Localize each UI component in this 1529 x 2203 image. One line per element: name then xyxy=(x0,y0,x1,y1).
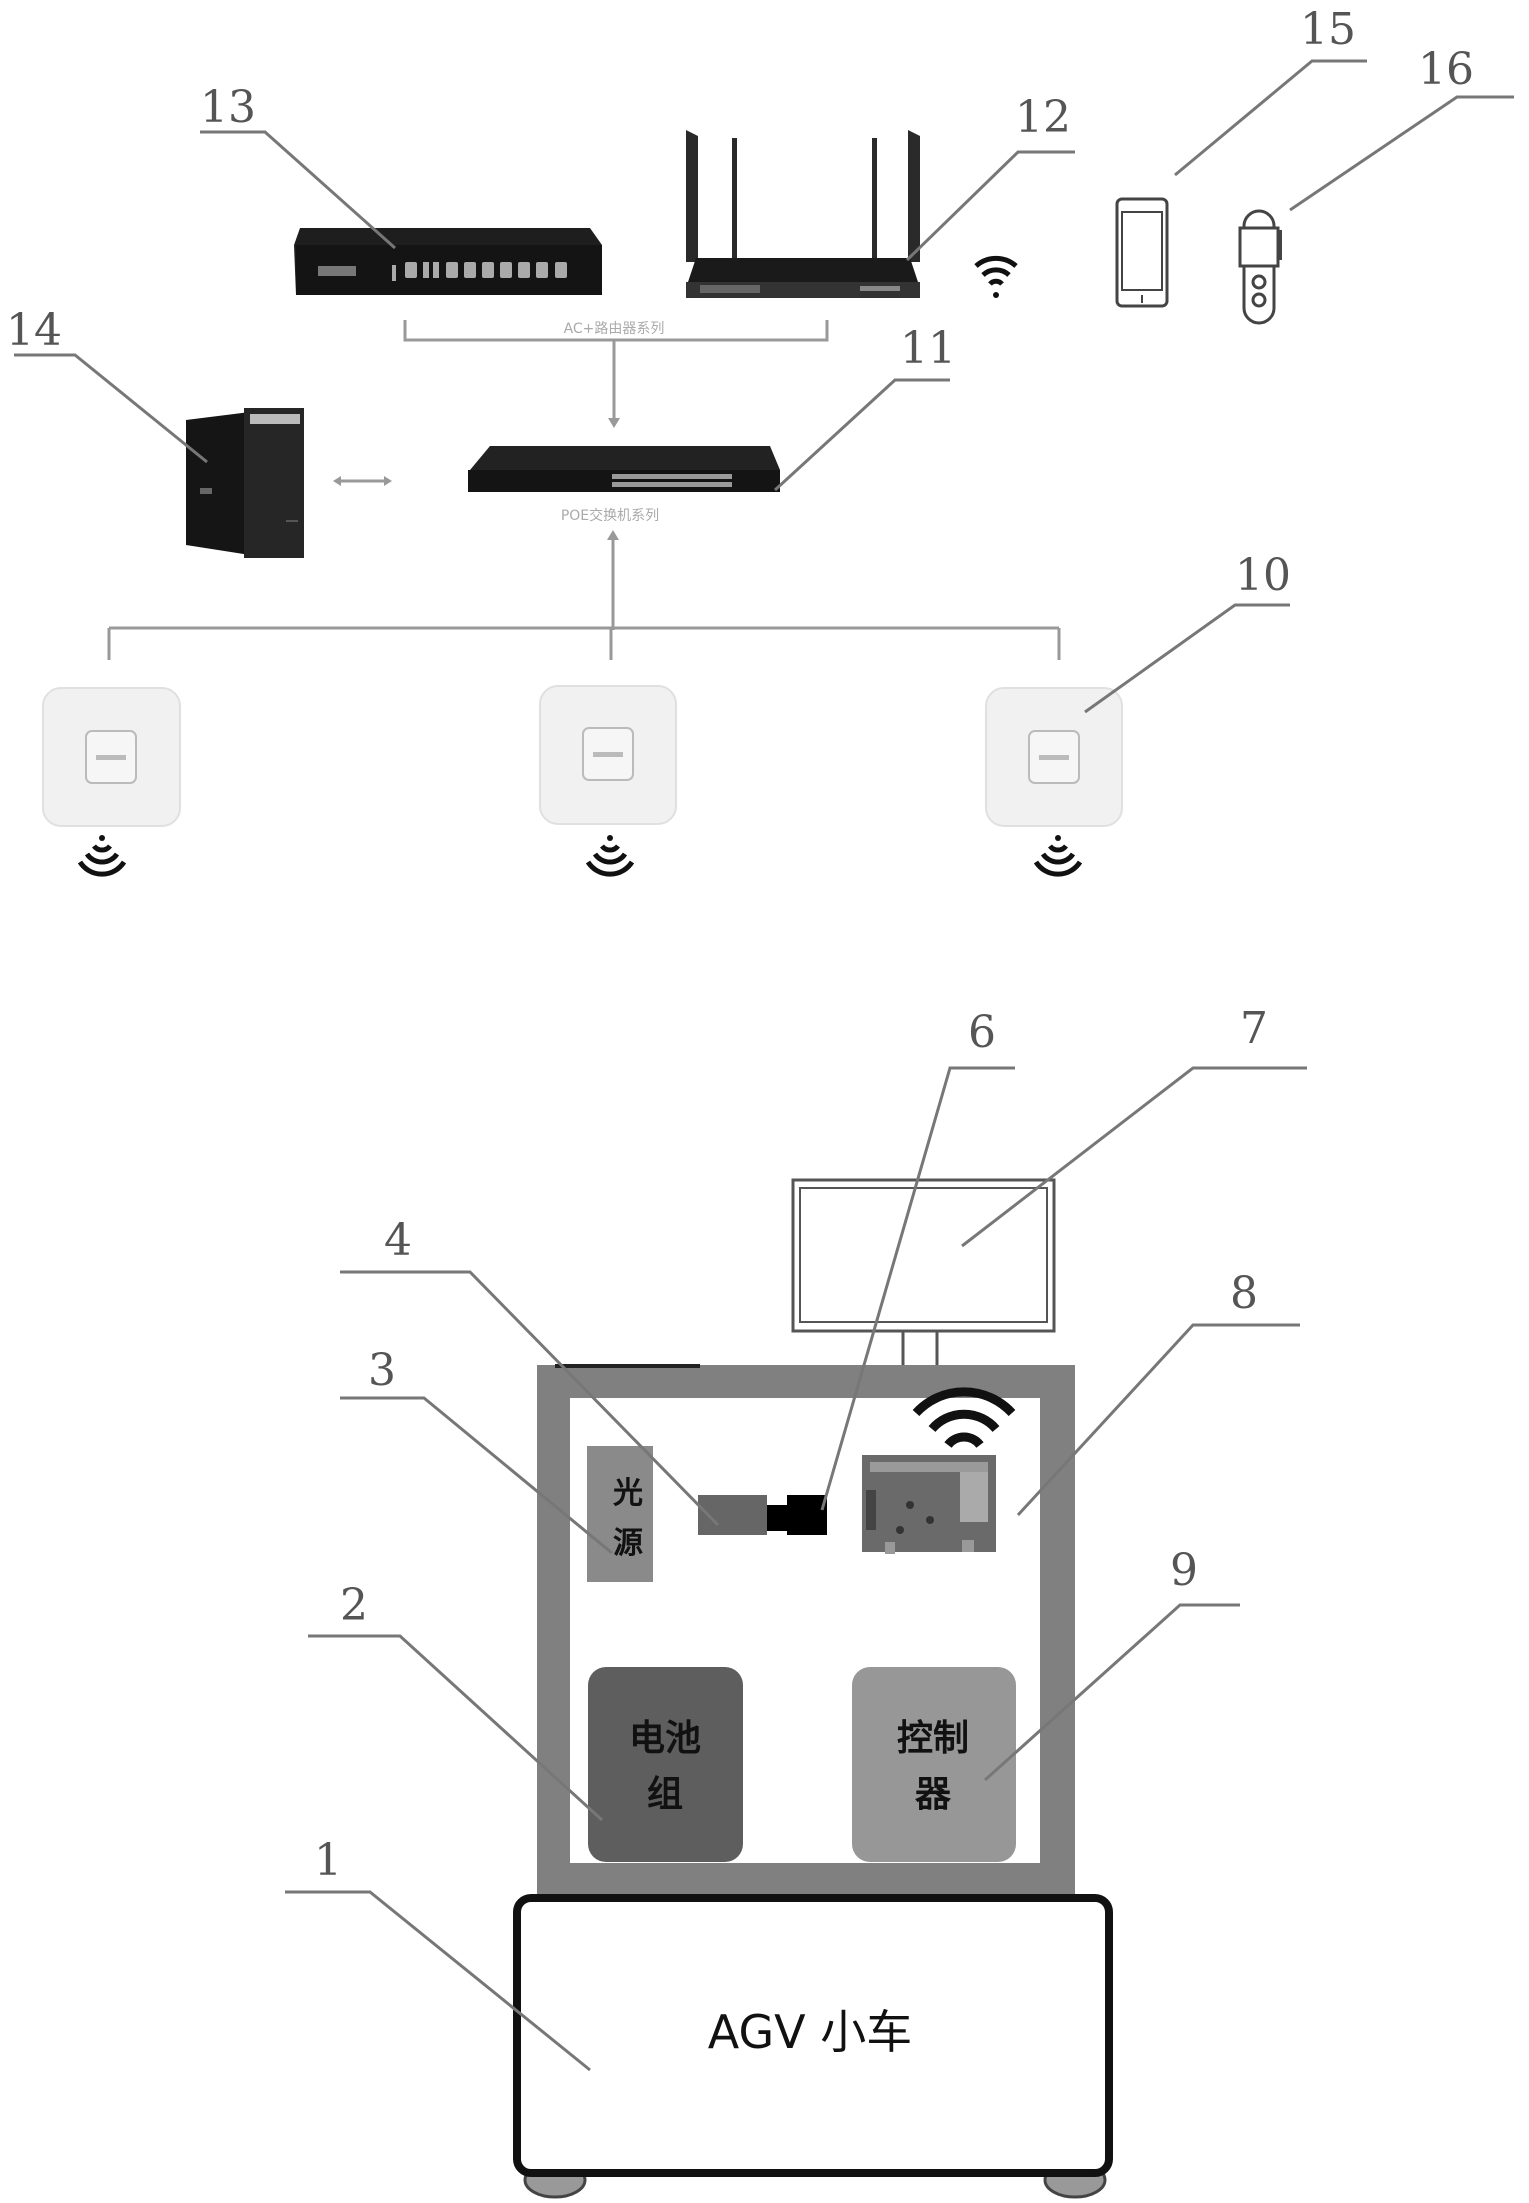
agv-label: AGV 小车 xyxy=(708,2005,912,2059)
leader-2 xyxy=(308,1634,604,1822)
label-6: 6 xyxy=(968,1007,996,1058)
poe-switch-caption: POE交换机系列 xyxy=(561,507,659,524)
leader-15 xyxy=(1174,59,1367,177)
leader-14 xyxy=(14,353,208,464)
label-16: 16 xyxy=(1418,44,1474,95)
controller-label-2: 器 xyxy=(915,1774,952,1815)
ac-router-caption: AC+路由器系列 xyxy=(564,321,665,337)
controller-block: 控制 器 xyxy=(852,1667,1016,1862)
switch-ap-links xyxy=(107,530,1061,660)
signal-icon xyxy=(585,835,635,877)
leader-11 xyxy=(773,378,950,492)
label-10: 10 xyxy=(1235,550,1291,601)
label-3: 3 xyxy=(368,1345,396,1396)
label-8: 8 xyxy=(1230,1268,1258,1319)
access-point-3 xyxy=(985,687,1123,827)
controller-label-1: 控制 xyxy=(897,1718,969,1759)
leader-13 xyxy=(200,130,396,250)
wifi-icon xyxy=(974,255,1018,298)
leader-3 xyxy=(340,1396,613,1555)
handheld-remote-icon xyxy=(1238,209,1282,325)
label-4: 4 xyxy=(384,1215,412,1266)
mobile-phone-icon xyxy=(1115,197,1169,308)
battery-label-2: 组 xyxy=(647,1774,683,1815)
access-point-2 xyxy=(539,685,677,825)
light-source-label-2: 源 xyxy=(613,1526,643,1561)
leader-9 xyxy=(983,1603,1240,1782)
server-switch-link xyxy=(333,476,392,486)
label-15: 15 xyxy=(1300,4,1356,55)
leader-12 xyxy=(905,150,1075,262)
wireless-router-device xyxy=(686,130,920,298)
label-13: 13 xyxy=(200,82,256,133)
battery-pack-block: 电池 组 xyxy=(588,1667,743,1862)
circuit-board xyxy=(862,1455,996,1554)
camera-assembly xyxy=(698,1495,827,1535)
signal-icon xyxy=(1033,835,1083,877)
poe-switch-device xyxy=(468,446,780,492)
leader-7 xyxy=(961,1066,1307,1248)
signal-icon xyxy=(77,835,127,877)
leader-4 xyxy=(340,1270,720,1527)
label-9: 9 xyxy=(1170,1545,1198,1596)
light-source-label-1: 光 xyxy=(613,1476,643,1511)
light-source-block: 光 源 xyxy=(587,1446,653,1582)
leader-10 xyxy=(1084,603,1290,714)
leader-16 xyxy=(1289,95,1514,212)
server-computer-device xyxy=(186,408,304,558)
label-2: 2 xyxy=(340,1580,368,1631)
battery-label-1: 电池 xyxy=(629,1718,701,1759)
ac-router-bracket xyxy=(403,320,829,428)
label-14: 14 xyxy=(6,305,62,356)
agv-base: AGV 小车 xyxy=(513,1894,1113,2199)
leader-6 xyxy=(820,1066,1015,1511)
access-point-1 xyxy=(42,687,181,827)
label-7: 7 xyxy=(1240,1003,1268,1054)
leader-1 xyxy=(285,1890,591,2072)
display-screen xyxy=(791,1178,1056,1365)
label-11: 11 xyxy=(900,323,956,374)
label-12: 12 xyxy=(1015,92,1071,143)
leader-8 xyxy=(1016,1323,1300,1517)
ac-controller-device xyxy=(294,228,602,295)
label-1: 1 xyxy=(314,1835,342,1886)
